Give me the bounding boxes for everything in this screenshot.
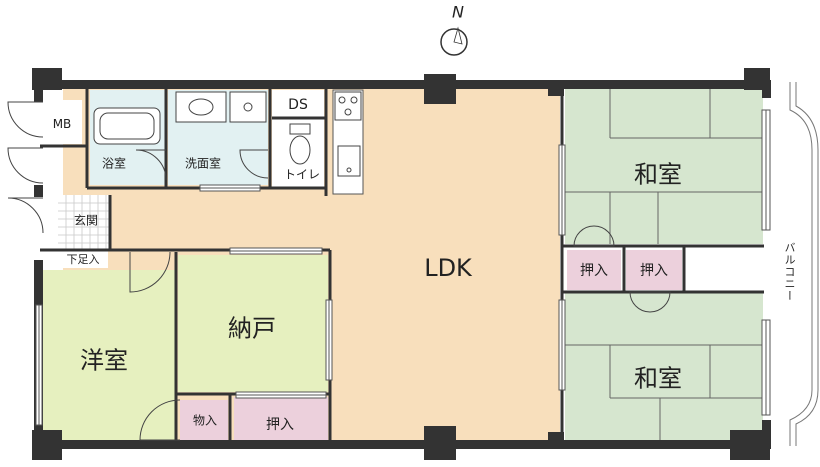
room-label-getaire: 下足入 xyxy=(66,253,100,266)
door-swings xyxy=(7,101,671,441)
tatami-lines xyxy=(565,88,763,440)
room-label-youshitsu: 洋室 xyxy=(80,346,128,375)
room-label-nando: 納戸 xyxy=(228,314,276,343)
genkan-floor xyxy=(58,195,110,250)
sink xyxy=(337,145,361,177)
oshiire-left-floor xyxy=(567,250,621,290)
ds-floor xyxy=(272,90,324,118)
oshiire-right-floor xyxy=(626,250,682,290)
room-label-ldk: LDK xyxy=(424,254,472,282)
stove xyxy=(334,91,362,121)
windows xyxy=(35,109,771,426)
room-label-oshiire-left: 押入 xyxy=(580,263,608,279)
fixtures xyxy=(93,91,362,177)
room-label-oshiire-right: 押入 xyxy=(640,263,668,279)
balcony-gap-floor xyxy=(686,250,764,290)
compass-north-label: N xyxy=(452,2,464,22)
compass-icon xyxy=(440,26,468,56)
room-label-washitsu-bottom: 和室 xyxy=(634,364,682,393)
room-label-ds: DS xyxy=(288,97,308,113)
toilet-bowl xyxy=(289,135,311,165)
room-label-mb: MB xyxy=(52,117,72,131)
washitsu-top-floor xyxy=(565,88,763,244)
room-fills xyxy=(40,88,764,446)
genkan-tiles xyxy=(58,195,110,250)
nando-floor xyxy=(178,255,328,392)
room-label-genkan: 玄関 xyxy=(73,213,99,228)
room-label-yokushitsu: 浴室 xyxy=(101,156,127,171)
room-label-oshiire-nando: 押入 xyxy=(266,417,294,433)
youshitsu-floor xyxy=(40,270,176,440)
room-label-balcony: バルコニー xyxy=(783,242,796,302)
room-label-monoire: 物入 xyxy=(192,413,218,428)
getaire-floor xyxy=(58,250,108,268)
room-label-washitsu-top: 和室 xyxy=(634,160,682,189)
oshiire-nando-floor xyxy=(234,397,328,442)
monoire-floor xyxy=(180,400,228,442)
room-label-senmenshitsu: 洗面室 xyxy=(184,156,222,171)
mb-floor xyxy=(40,100,82,144)
balcony-rail xyxy=(789,82,819,446)
washitsu-bottom-floor xyxy=(565,293,763,440)
room-label-toilet: トイレ xyxy=(283,167,321,182)
